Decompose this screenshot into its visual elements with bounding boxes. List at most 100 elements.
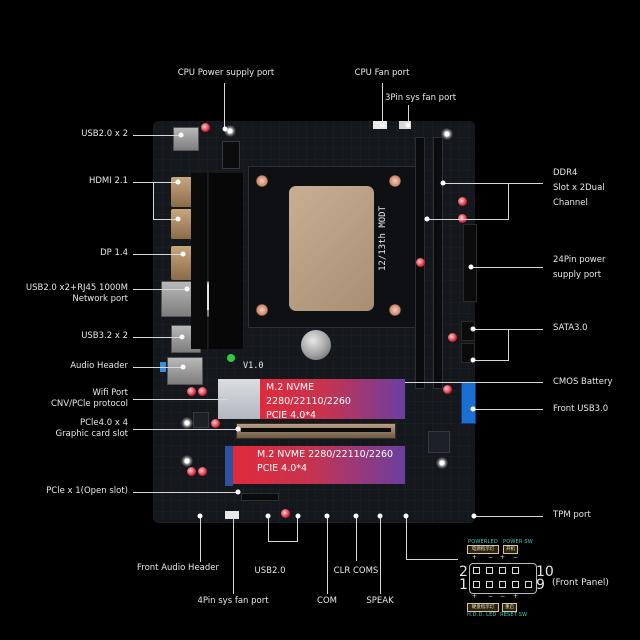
hdmi-port-2: [171, 209, 193, 239]
atx-24pin-connector: [463, 224, 477, 302]
fp-num-2: 2: [459, 564, 468, 580]
leader-line: [133, 429, 238, 430]
leader-dot: [377, 513, 383, 519]
usb20-rear-port: [173, 127, 199, 151]
fp-pin: [512, 581, 519, 588]
leader-line: [200, 517, 201, 562]
leader-line: [408, 105, 409, 125]
fp-label-hdd-led: H.D.D. LED: [467, 612, 497, 618]
label-pcie4-line2: Graphic card slot: [55, 429, 128, 439]
capacitor: [201, 123, 210, 132]
leader-line: [427, 219, 509, 220]
fp-box-hdd-led-cn: 硬盘指示灯: [467, 603, 499, 612]
fp-pin: [473, 581, 480, 588]
audio-port: [167, 357, 203, 385]
capacitor: [443, 385, 452, 394]
label-wifi-line2: CNV/PCle protocol: [51, 399, 128, 409]
fp-pin: [525, 581, 532, 588]
front-usb3-header: [461, 382, 476, 424]
fp-label-powerled: POWERLED: [468, 539, 498, 545]
m2-slot-2-connector: [225, 446, 233, 486]
leader-line: [133, 254, 183, 255]
label-front-audio: Front Audio Header: [136, 563, 220, 573]
fp-label-power-sw: POWER SW: [503, 539, 533, 545]
leader-dot: [468, 264, 474, 270]
leader-line: [356, 517, 357, 561]
leader-dot: [178, 132, 184, 138]
leader-line: [133, 492, 238, 493]
status-led-green: [227, 354, 235, 362]
capacitor: [187, 387, 196, 396]
fp-label-reset-sw: RESET SW: [500, 612, 528, 618]
fp-num-1: 1: [459, 577, 468, 593]
fp-num-9: 9: [536, 577, 545, 593]
leader-dot: [222, 126, 228, 132]
label-cpu-fan: CPU Fan port: [354, 68, 410, 78]
label-24pin: 24Pin power supply port: [553, 253, 605, 283]
fp-box-reset-sw-cn: 重启: [502, 603, 517, 612]
leader-line: [508, 183, 509, 220]
leader-line: [405, 382, 543, 383]
fp-pin: [473, 567, 480, 574]
leader-dot: [180, 364, 186, 370]
fp-sign: −: [500, 593, 506, 600]
leader-line: [268, 517, 269, 541]
leader-dot: [180, 251, 186, 257]
cpu-socket-cover: [289, 186, 374, 311]
fp-pin: [486, 567, 493, 574]
leader-line: [153, 182, 154, 219]
leader-dot: [179, 334, 185, 340]
capacitor: [198, 467, 207, 476]
pcie-x1-slot: [241, 493, 279, 501]
label-24pin-line2: supply port: [553, 270, 602, 280]
m2-slot-1-label: M.2 NVME 2280/22110/2260 PCIE 4.0*4: [260, 379, 405, 421]
m2-slot-2-line2: PCIE 4.0*4: [257, 463, 308, 474]
label-ddr4-line3: Channel: [553, 198, 588, 208]
fp-sign: −: [488, 593, 494, 600]
label-tpm: TPM port: [553, 510, 591, 520]
label-wifi-line1: Wifi Port: [92, 388, 129, 398]
leader-line: [406, 517, 407, 559]
leader-dot: [197, 513, 203, 519]
leader-line: [224, 83, 225, 128]
hdmi-port-1: [171, 177, 193, 207]
mount-hole: [436, 457, 448, 469]
label-usb32: USB3.2 x 2: [81, 331, 128, 341]
ddr4-slot-2: [433, 137, 443, 389]
mount-hole: [441, 128, 453, 140]
fp-num-10: 10: [536, 564, 554, 580]
cpu-power-connector: [222, 141, 240, 169]
socket-text: 12/13th MODT: [378, 205, 388, 271]
cmos-battery: [301, 330, 331, 360]
pcie-x4-slot: [236, 423, 396, 439]
capacitor: [458, 214, 467, 223]
label-pcie4-line1: PCle4.0 x 4: [79, 418, 128, 428]
leader-dot: [184, 286, 190, 292]
leader-dot: [265, 513, 271, 519]
leader-line: [380, 517, 381, 594]
leader-line: [406, 559, 458, 560]
leader-line: [474, 516, 543, 517]
leader-dot: [175, 216, 181, 222]
leader-line: [327, 517, 328, 594]
leader-line: [133, 367, 183, 368]
label-ddr4-line2: Slot x 2Dual: [553, 183, 605, 193]
leader-line: [473, 360, 509, 361]
leader-line: [133, 182, 178, 183]
leader-dot: [470, 406, 476, 412]
m2-slot-1-line2: PCIE 4.0*4: [266, 410, 317, 421]
m2-slot-2-label: M.2 NVME 2280/22110/2260 PCIE 4.0*4: [233, 446, 405, 484]
leader-line: [133, 289, 187, 290]
fp-box-powerled-cn: 电源指示灯: [467, 545, 499, 554]
leader-dot: [470, 357, 476, 363]
leader-line: [133, 399, 228, 400]
fp-pin: [499, 567, 506, 574]
chip: [193, 412, 209, 428]
m2-slot-1-line1: M.2 NVME 2280/22110/2260: [266, 382, 351, 407]
leader-dot: [295, 513, 301, 519]
fp-sign: −: [488, 554, 494, 561]
leader-line: [133, 337, 182, 338]
capacitor: [448, 333, 457, 342]
fp-sign: −: [513, 554, 519, 561]
fp-sign: +: [500, 554, 506, 561]
